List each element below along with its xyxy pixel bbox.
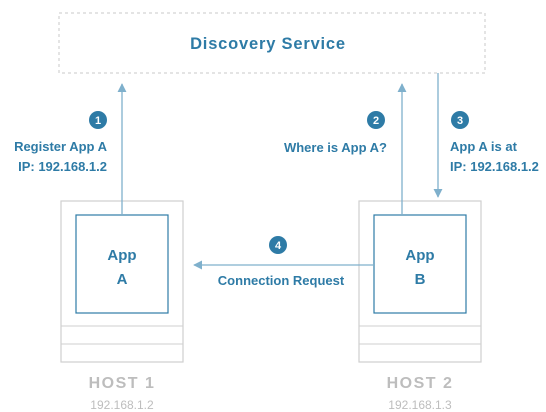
step-3-number: 3 [457, 115, 463, 127]
host-2-name: HOST 2 [387, 375, 454, 392]
step-4-text-line1: Connection Request [218, 273, 345, 288]
step-2-number: 2 [373, 115, 379, 127]
step-1-badge [89, 111, 107, 129]
host-2: App B HOST 2 192.168.1.3 [358, 200, 482, 412]
step-2: 2 Where is App A? [284, 111, 387, 155]
step-3-text-line1: App A is at [450, 139, 518, 154]
step-4-badge [269, 236, 287, 254]
step-3: 3 App A is at IP: 192.168.1.2 [450, 111, 539, 174]
step-3-text-line2: IP: 192.168.1.2 [450, 159, 539, 174]
host-1-ip: 192.168.1.2 [90, 398, 154, 412]
step-4-number: 4 [275, 240, 282, 252]
app-b-label-line1: App [405, 247, 434, 264]
discovery-service-title: Discovery Service [190, 35, 346, 53]
app-a-label-line1: App [107, 247, 136, 264]
step-4: 4 Connection Request [218, 236, 345, 288]
step-1-text-line1: Register App A [14, 139, 108, 154]
step-2-badge [367, 111, 385, 129]
app-b-label-line2: B [415, 271, 426, 288]
step-3-badge [451, 111, 469, 129]
host-2-ip: 192.168.1.3 [388, 398, 452, 412]
step-2-text-line1: Where is App A? [284, 140, 387, 155]
app-b-box [373, 214, 467, 314]
step-1-text-line2: IP: 192.168.1.2 [18, 159, 107, 174]
app-a-label-line2: A [117, 271, 128, 288]
host-1-name: HOST 1 [89, 375, 156, 392]
discovery-service-box: Discovery Service [58, 12, 486, 74]
step-1-number: 1 [95, 115, 101, 127]
host-1: App A HOST 1 192.168.1.2 [60, 200, 184, 412]
app-a-box [75, 214, 169, 314]
step-1: 1 Register App A IP: 192.168.1.2 [14, 111, 108, 174]
